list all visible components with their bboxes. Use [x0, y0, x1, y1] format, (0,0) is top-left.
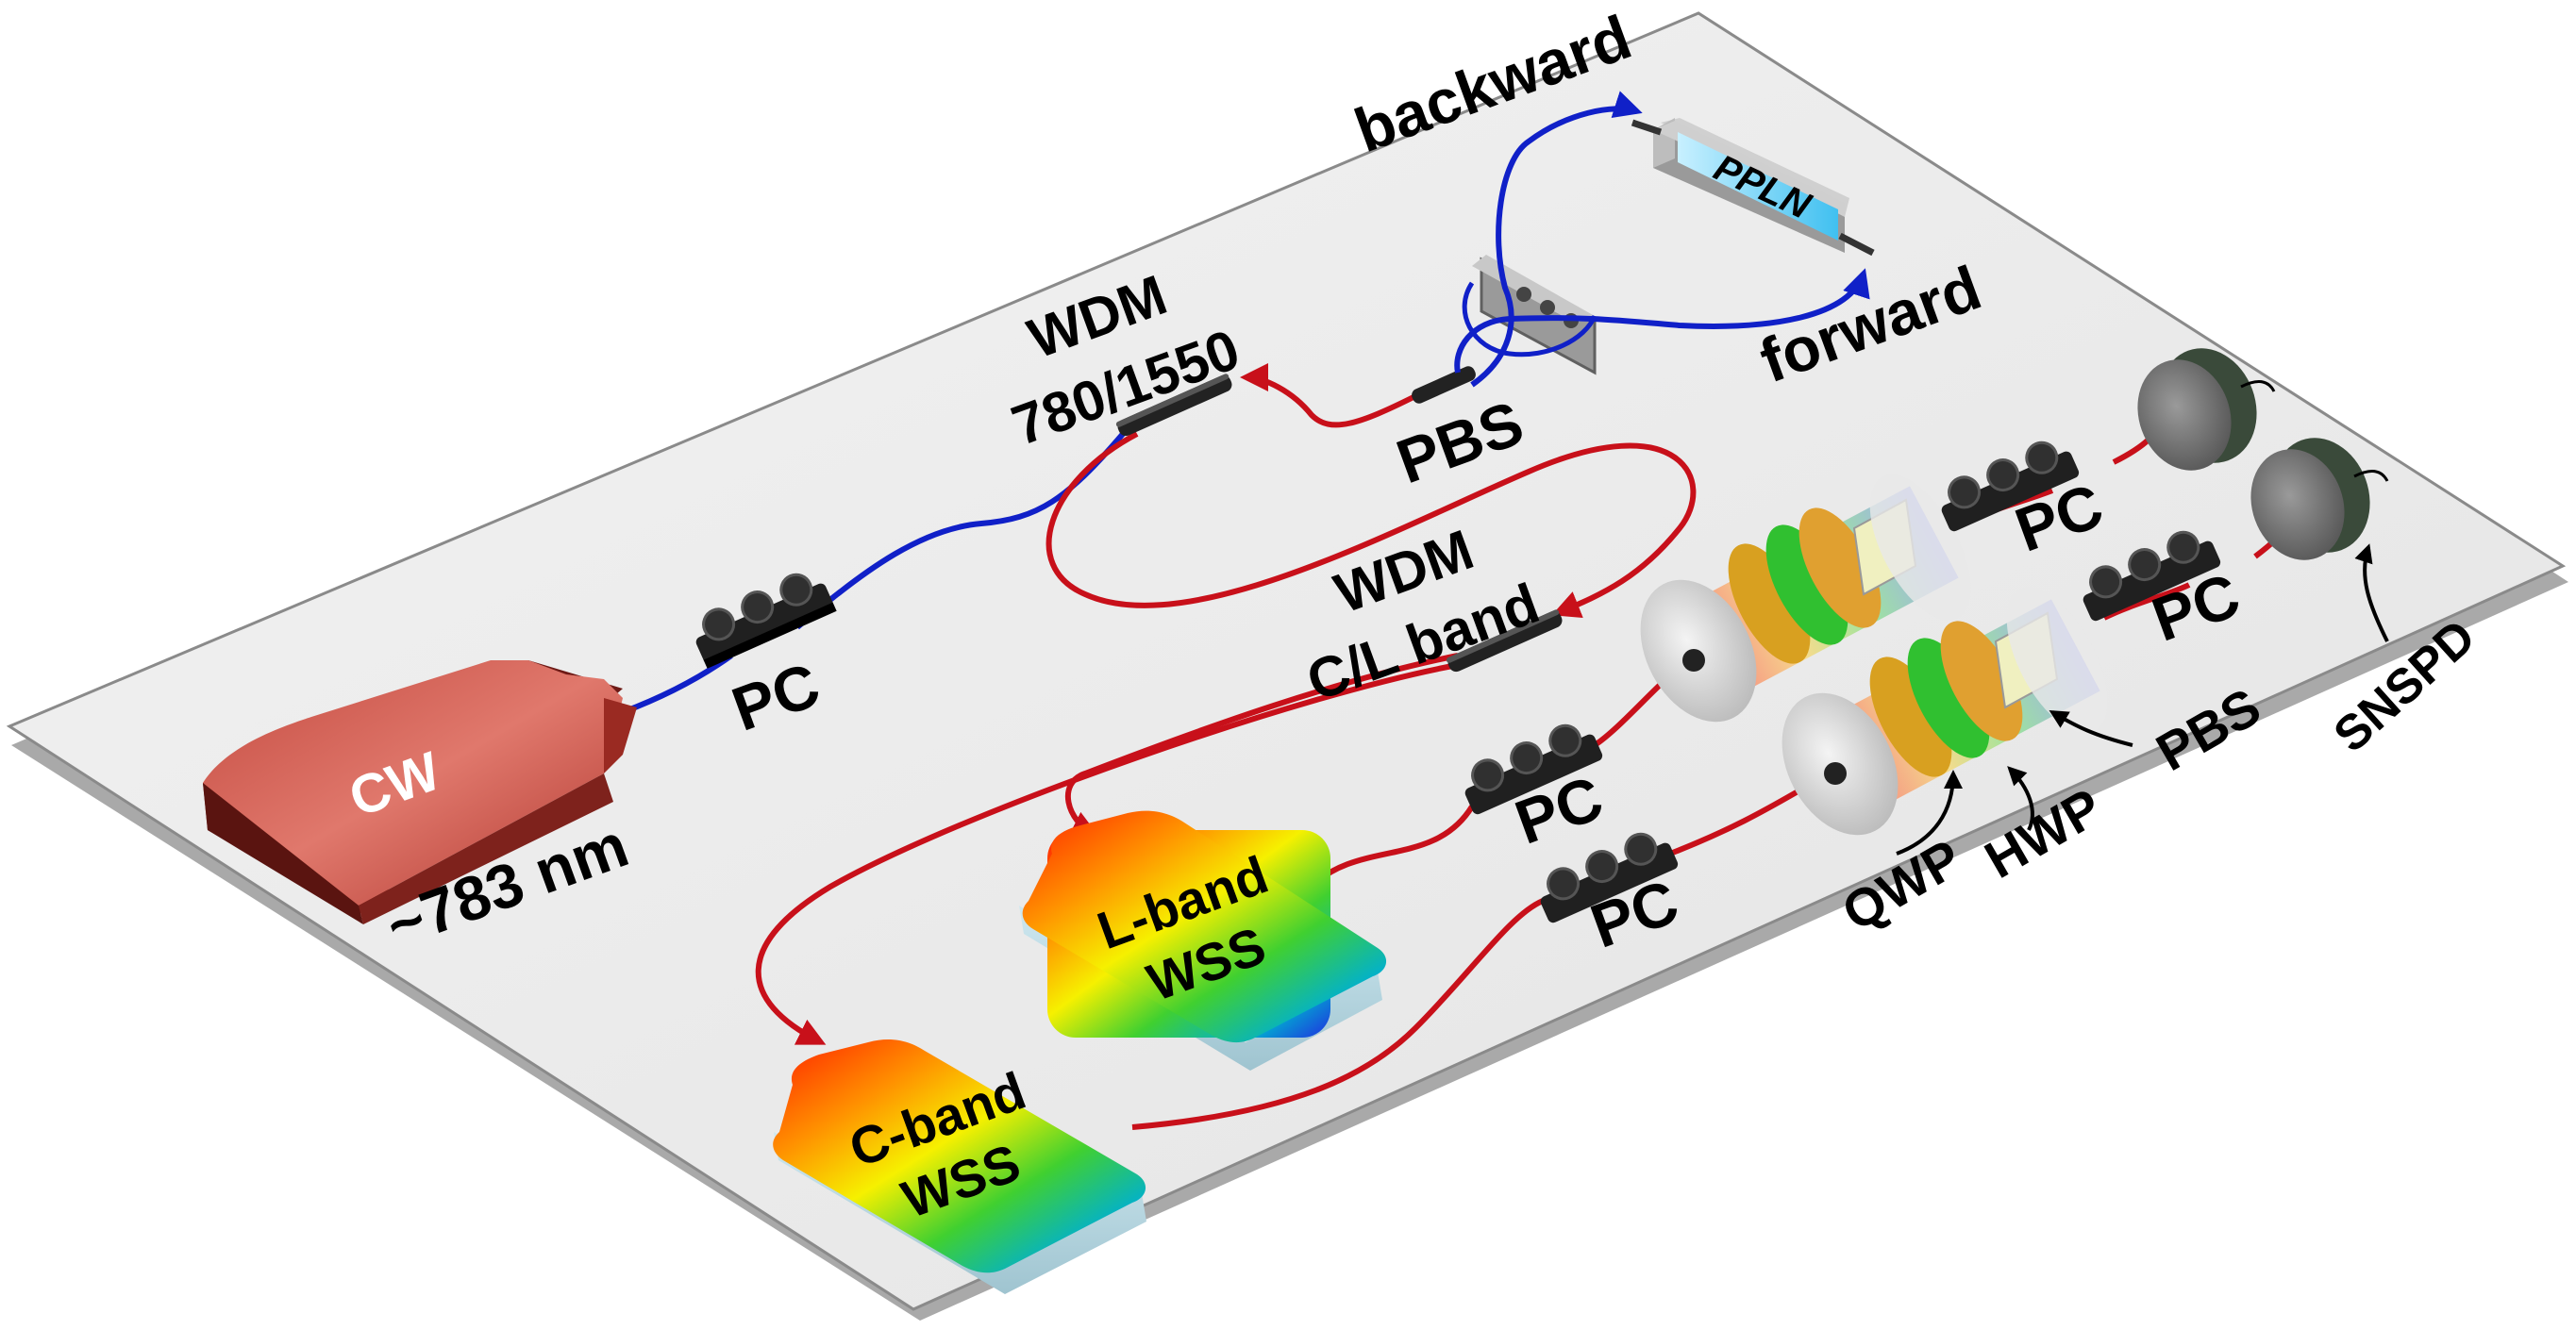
qwp-pointer — [1896, 770, 1963, 856]
polarization-controller-out2 — [2083, 530, 2221, 622]
blue-loop-inner — [1462, 281, 1597, 357]
fiber-pbs-to-wdm — [1240, 363, 1417, 428]
fiber-cl-to-cwss — [755, 662, 1459, 1045]
blue-loop-forward — [1454, 268, 1870, 374]
pbs-sagnac — [1412, 91, 1870, 404]
l-band-wss: L-band WSS — [1019, 810, 1387, 1071]
polarization-analyzer-1 — [1640, 474, 1971, 723]
c-band-wss: C-band WSS — [773, 1039, 1146, 1294]
fiber-cwss-to-pc — [1131, 898, 1545, 1130]
fiber-lwss-to-pc — [1309, 805, 1475, 889]
wdm-c-l-band — [1446, 609, 1563, 673]
snspd-detector-1 — [2137, 348, 2276, 471]
cw-laser: CW — [203, 660, 637, 924]
hwp-pointer — [2007, 766, 2034, 831]
polarization-controller-c — [1540, 832, 1679, 923]
pbs-bottom-pointer — [2049, 709, 2133, 747]
blue-loop-backward — [1470, 91, 1643, 388]
polarization-analyzer-2 — [1781, 587, 2108, 836]
fiber-cl-to-lwss — [1065, 653, 1459, 838]
polarization-controller-l — [1464, 723, 1603, 815]
optical-table — [6, 11, 2568, 1321]
snspd-detector-2 — [2250, 438, 2389, 560]
polarization-controller-pump — [695, 573, 837, 669]
snspd-pointer — [2354, 543, 2389, 642]
polarization-controller-out1 — [1941, 441, 2080, 532]
fiber-wdm-loop-to-cl — [1045, 431, 1697, 619]
wdm-780-1550 — [1115, 374, 1232, 437]
